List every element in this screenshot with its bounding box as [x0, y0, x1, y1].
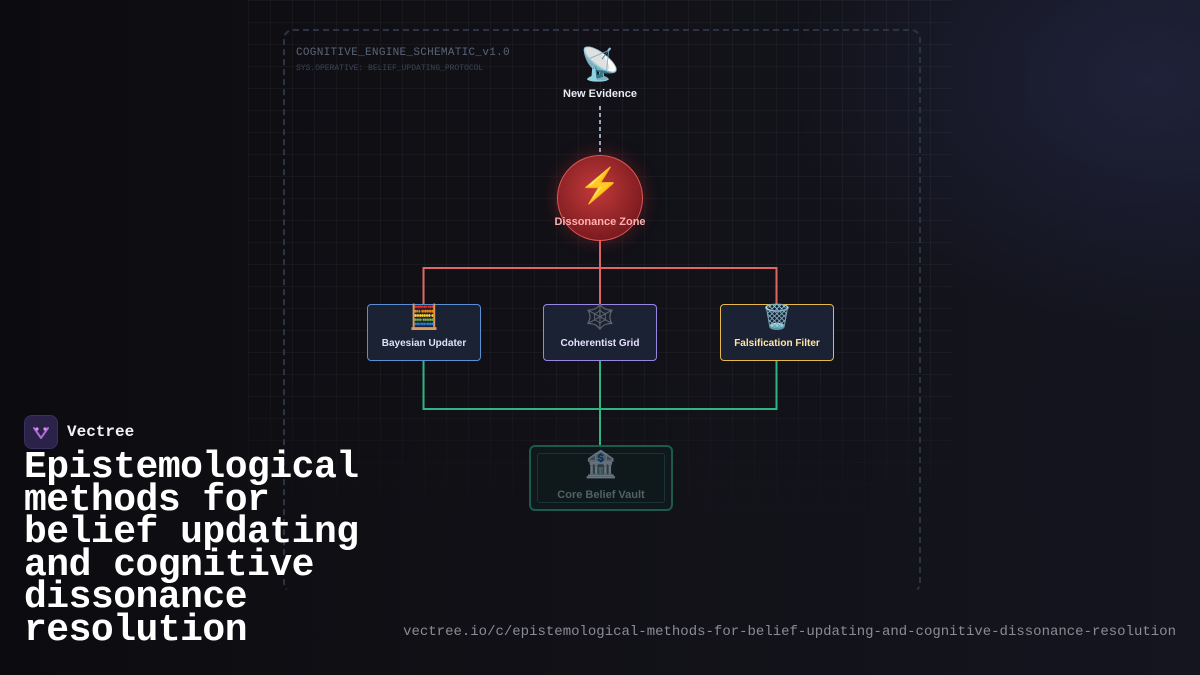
brand[interactable]: Vectree — [24, 415, 134, 449]
lightning-icon: ⚡ — [578, 167, 622, 205]
vault-inner-frame — [537, 453, 665, 503]
dissonance-zone-label: Dissonance Zone — [554, 216, 646, 228]
page-headline: Epistemological methods for belief updat… — [24, 446, 359, 652]
vectree-logo-icon — [24, 415, 58, 449]
bank-icon: 🏦 — [584, 449, 618, 479]
core-belief-vault-node: 🏦 Core Belief Vault — [529, 445, 673, 511]
falsification-filter-node: 🗑️ Falsification Filter — [720, 304, 834, 361]
bayesian-updater-node: 🧮 Bayesian Updater — [367, 304, 481, 361]
abacus-icon: 🧮 — [409, 304, 439, 331]
web-icon: 🕸️ — [585, 304, 615, 331]
bayesian-updater-label: Bayesian Updater — [381, 338, 467, 349]
falsification-filter-label: Falsification Filter — [734, 338, 820, 349]
new-evidence-label: New Evidence — [563, 88, 637, 100]
coherentist-grid-node: 🕸️ Coherentist Grid — [543, 304, 657, 361]
dissonance-zone-node: ⚡ Dissonance Zone — [554, 155, 646, 241]
schematic-title: COGNITIVE_ENGINE_SCHEMATIC_v1.0 — [296, 47, 510, 59]
brand-name: Vectree — [67, 423, 135, 441]
trash-icon: 🗑️ — [762, 304, 792, 331]
core-belief-vault-label: Core Belief Vault — [557, 489, 645, 501]
dissonance-branch-connector — [422, 238, 778, 304]
vault-merge-connector — [422, 360, 778, 445]
coherentist-grid-label: Coherentist Grid — [560, 338, 640, 349]
new-evidence-node: 📡 New Evidence — [540, 44, 660, 100]
page-url[interactable]: vectree.io/c/epistemological-methods-for… — [403, 624, 1176, 640]
schematic-subtitle: SYS.OPERATIVE: BELIEF_UPDATING_PROTOCOL — [296, 64, 484, 73]
schematic-frame — [283, 29, 921, 593]
satellite-antenna-icon: 📡 — [580, 46, 620, 82]
